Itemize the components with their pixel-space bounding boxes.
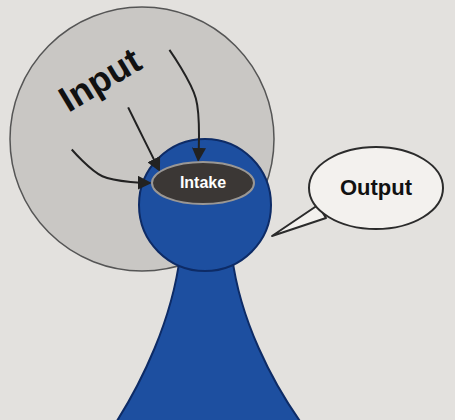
output-speech-bubble: Output (308, 146, 444, 230)
input-circle: InputIntake (9, 6, 275, 272)
node-label: Intake (180, 174, 226, 192)
bubble-shape (309, 147, 443, 229)
intake-ellipse: Intake (151, 161, 255, 205)
input-circle-shape (10, 7, 274, 271)
figure-head (139, 139, 271, 271)
node-outline (9, 6, 275, 272)
node-label: Input (52, 40, 148, 119)
intake-ellipse-shape (152, 162, 254, 204)
node-label: Output (340, 176, 412, 200)
figure-body (115, 256, 302, 420)
